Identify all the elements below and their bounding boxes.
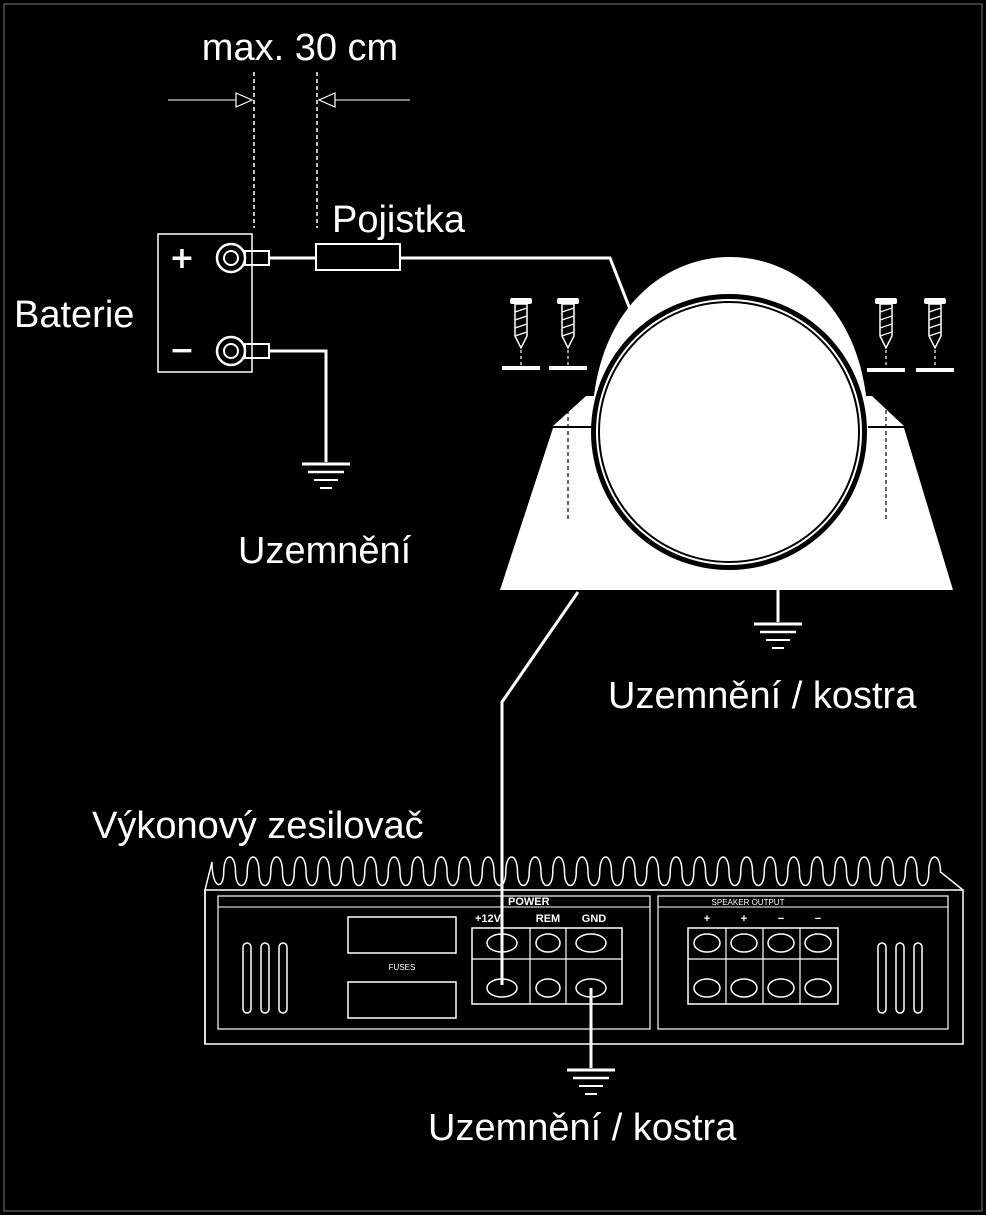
amplifier-ground-icon [567,988,615,1095]
speaker-output-label: SPEAKER OUTPUT [712,898,785,907]
battery-label: Baterie [14,294,134,336]
ground-chassis-label-2: Uzemnění / kostra [428,1107,737,1149]
terminal-rem-label: REM [536,913,560,925]
screw-icon [867,298,905,372]
ground-label: Uzemnění [238,530,412,572]
speaker-plus-label-1: + [704,913,710,925]
amplifier-label: Výkonový zesilovač [92,805,424,847]
amplifier [204,856,964,1045]
terminal-gnd-label: GND [582,913,607,925]
screw-icon [549,298,587,370]
ground-chassis-label-1: Uzemnění / kostra [608,675,917,717]
battery-ground-icon [269,349,350,489]
terminal-12v-label: +12V [475,913,502,925]
speaker-minus-label-1: − [778,913,784,925]
max-distance-label: max. 30 cm [202,27,398,69]
capacitor-ground-icon [754,590,802,649]
speaker-plus-label-2: + [741,913,747,925]
speaker-minus-label-2: − [815,913,821,925]
battery-plus-sign: + [169,241,194,276]
distance-marker [168,72,410,228]
capacitor-clamp [500,257,953,590]
screw-icon [916,298,954,372]
battery-minus-sign: − [169,333,194,368]
screw-icon [502,298,540,370]
fuse-label: Pojistka [332,199,466,241]
power-label: POWER [508,896,550,908]
fuses-label: FUSES [389,963,416,972]
fuse [269,243,644,341]
